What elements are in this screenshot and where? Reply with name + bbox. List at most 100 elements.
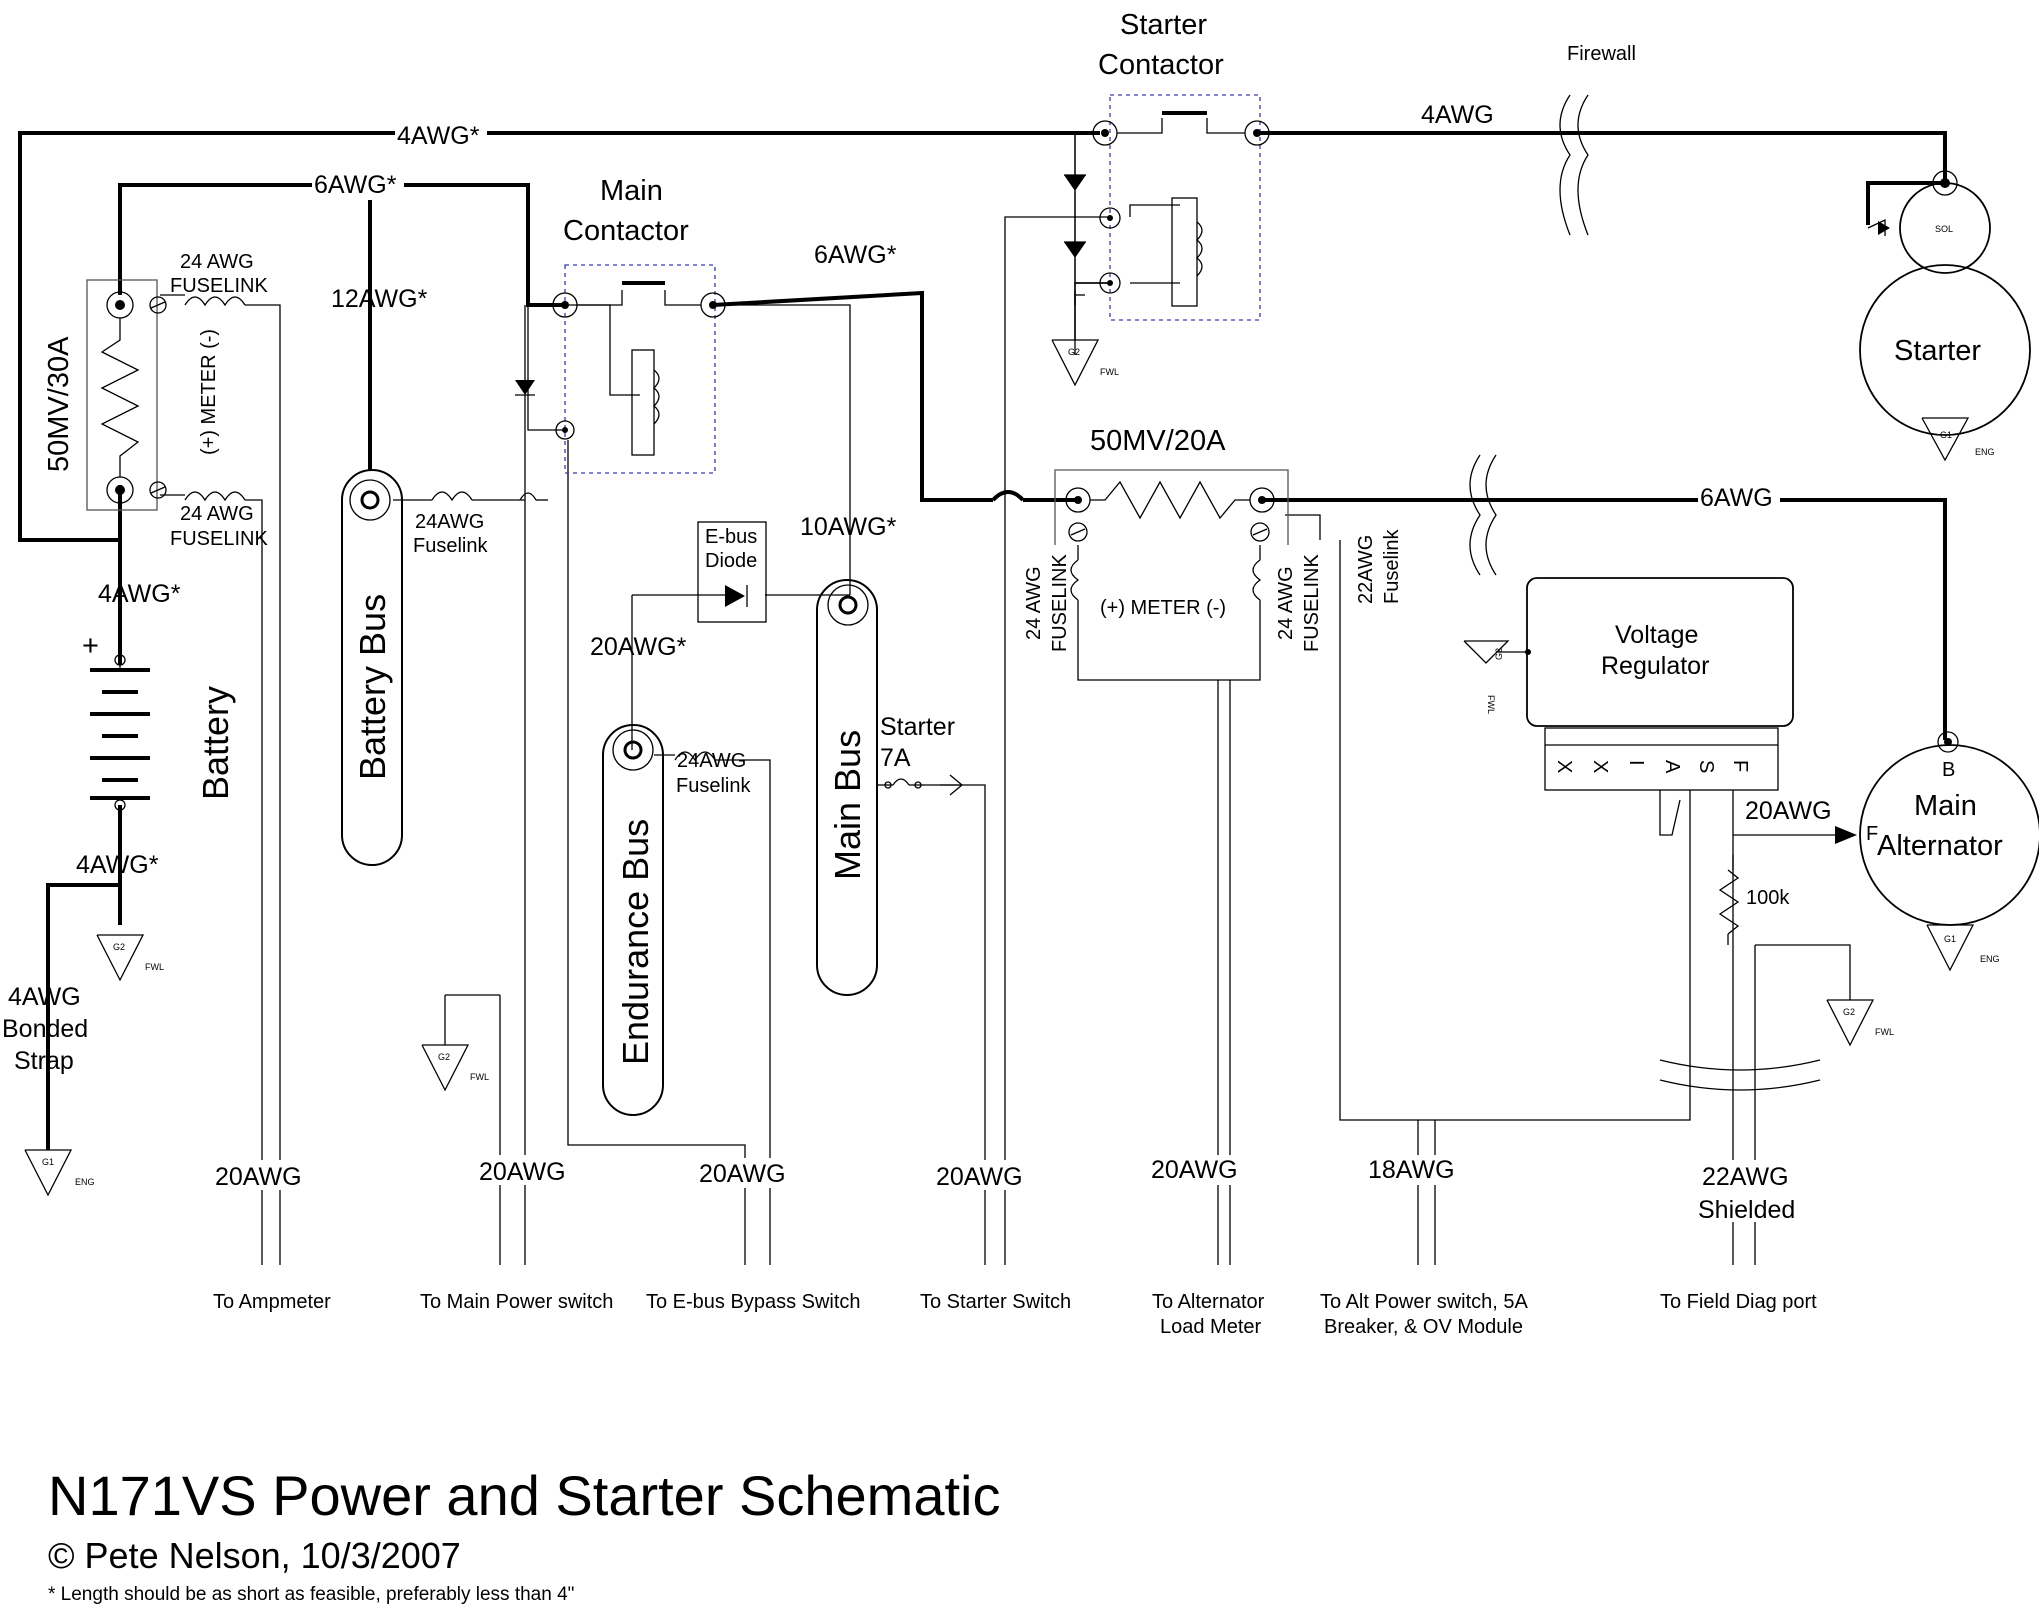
ebus-fuselink-line2: Fuselink [676, 775, 751, 797]
ground-g2-batt: G2 [113, 942, 125, 952]
firewall-breaks [1469, 94, 1821, 1091]
dest-starter-switch: To Starter Switch [920, 1291, 1071, 1313]
ground-fwl-power: FWL [470, 1072, 489, 1082]
endurance-bus: Endurance Bus [602, 724, 664, 1116]
gauge-ebus-bypass: 20AWG [699, 1160, 786, 1188]
battery-bus-label: Battery Bus [352, 594, 393, 780]
wire-20awg-field: 20AWG [1745, 797, 1832, 825]
vr-label-line2: Regulator [1601, 652, 1709, 680]
ground-g1-starter: G1 [1940, 430, 1952, 440]
starter-contactor-line2: Contactor [1098, 49, 1224, 81]
wire-6awg-alt: 6AWG [1700, 484, 1773, 512]
dest-ebus-bypass: To E-bus Bypass Switch [646, 1291, 861, 1313]
alt-fuselink-22-line2: Fuselink [1381, 529, 1403, 604]
ebus-diode-line1: E-bus [705, 526, 757, 548]
battery-shunt: 50MV/30A (+) METER (-) [43, 279, 220, 511]
alt-fuselink-right-line2: FUSELINK [1301, 554, 1323, 652]
ebus-diode-line2: Diode [705, 550, 757, 572]
starter-breaker-line2: 7A [880, 744, 911, 772]
alt-fuselink-right-line1: 24 AWG [1275, 566, 1297, 640]
dest-alt-power-line1: To Alt Power switch, 5A [1320, 1291, 1529, 1313]
ground-g2-vr: G2 [1494, 648, 1504, 660]
ground-g2-a: G2 [1068, 347, 1080, 357]
meter-right-label: (+) METER (-) [1100, 597, 1226, 619]
ground-eng-alt: ENG [1980, 954, 2000, 964]
vr-pin-6: F [1729, 760, 1751, 772]
ground-eng-starter: ENG [1975, 447, 1995, 457]
wire-4awg-batt: 4AWG* [98, 580, 181, 608]
vr-pin-1: X [1553, 760, 1575, 773]
wire-labels: 4AWG* 6AWG* 4AWG 6AWG* 12AWG* 10AWG* 20A… [2, 101, 1832, 1075]
alt-fuselink-22-line1: 22AWG [1355, 535, 1377, 604]
copyright-line: © Pete Nelson, 10/3/2007 [48, 1535, 461, 1576]
heavy-wires [18, 131, 1947, 1150]
ground-g1-strap: G1 [42, 1157, 54, 1167]
alt-fuselink-left-line2: FUSELINK [1049, 554, 1071, 652]
bottom-gauge-labels: 20AWG 20AWG 20AWG 20AWG 20AWG 18AWG 22AW… [210, 1155, 1800, 1224]
fuselink-upper-line2: FUSELINK [170, 275, 268, 297]
wire-4awg-firewall: 4AWG [1421, 101, 1494, 129]
endurance-bus-label: Endurance Bus [615, 819, 656, 1065]
battbus-fuselink-line2: Fuselink [413, 535, 488, 557]
vr-pin-3: I [1625, 760, 1647, 766]
alt-fuselink-left-line1: 24 AWG [1023, 566, 1045, 640]
starter-contactor: Starter Contactor [1064, 9, 1270, 321]
gauge-ampmeter: 20AWG [215, 1163, 302, 1191]
gauge-alt-meter: 20AWG [1151, 1156, 1238, 1184]
ground-fwl-a: FWL [1100, 367, 1119, 377]
gauge-starter-switch: 20AWG [936, 1163, 1023, 1191]
battery-plus: + [82, 630, 99, 662]
vr-pin-5: S [1695, 760, 1717, 773]
starter: SOL Starter [1859, 170, 2031, 436]
alt-terminal-f: F [1866, 823, 1878, 845]
ground-fwl-batt: FWL [145, 962, 164, 972]
ground-eng-strap: ENG [75, 1177, 95, 1187]
title-block: N171VS Power and Starter Schematic © Pet… [48, 1464, 1000, 1605]
firewall-label: Firewall [1567, 43, 1636, 65]
wire-20awg-ebus: 20AWG* [590, 633, 687, 661]
main-contactor: Main Contactor [515, 175, 726, 474]
wire-4awg-top: 4AWG* [397, 122, 480, 150]
page-title: N171VS Power and Starter Schematic [48, 1464, 1000, 1527]
fuselink-lower-line2: FUSELINK [170, 528, 268, 550]
ground-fwl-field: FWL [1875, 1027, 1894, 1037]
resistor-100k-label: 100k [1746, 887, 1790, 909]
main-contactor-line1: Main [600, 175, 663, 207]
dest-main-power: To Main Power switch [420, 1291, 613, 1313]
ground-g2-field: G2 [1843, 1007, 1855, 1017]
gauge-main-power: 20AWG [479, 1158, 566, 1186]
ground-g2-power: G2 [438, 1052, 450, 1062]
footnote: * Length should be as short as feasible,… [48, 1584, 574, 1605]
ebus-diode: E-bus Diode [697, 521, 767, 623]
ground-g1-alt: G1 [1944, 934, 1956, 944]
solenoid-label: SOL [1935, 224, 1953, 234]
alt-terminal-b: B [1942, 759, 1955, 781]
gauge-field-diag-1: 22AWG [1702, 1163, 1789, 1191]
dest-ampmeter: To Ampmeter [213, 1291, 331, 1313]
wire-4awg-gnd: 4AWG* [76, 851, 159, 879]
starter-contactor-line1: Starter [1120, 9, 1207, 41]
main-bus: Main Bus [816, 579, 878, 996]
bonded-strap-line2: Bonded [2, 1015, 88, 1043]
dest-alt-meter-line1: To Alternator [1152, 1291, 1265, 1313]
alternator-label-line2: Alternator [1877, 830, 2003, 862]
gauge-alt-power: 18AWG [1368, 1156, 1455, 1184]
main-contactor-line2: Contactor [563, 215, 689, 247]
wire-6awg-maincontactor: 6AWG* [814, 241, 897, 269]
ground-symbols: G2 FWL G1 ENG G2 FWL G1 ENG G2 FWL G2 FW… [24, 283, 2000, 1197]
vr-pin-4: A [1661, 760, 1683, 774]
alternator-shunt-label: 50MV/20A [1090, 425, 1226, 457]
gauge-field-diag-2: Shielded [1698, 1196, 1795, 1224]
bonded-strap-line3: Strap [14, 1047, 74, 1075]
wire-6awg-top: 6AWG* [314, 171, 397, 199]
bonded-strap-line1: 4AWG [8, 983, 81, 1011]
battery-label: Battery [195, 686, 236, 800]
destination-labels: To Ampmeter To Main Power switch To E-bu… [213, 1291, 1817, 1338]
vr-label-line1: Voltage [1615, 621, 1698, 649]
alternator-label-line1: Main [1914, 790, 1977, 822]
dest-alt-meter-line2: Load Meter [1160, 1316, 1262, 1338]
battery-bus: Battery Bus [341, 469, 403, 866]
battery-shunt-label: 50MV/30A [43, 336, 75, 472]
main-alternator: B F Main Alternator [1835, 731, 2039, 926]
